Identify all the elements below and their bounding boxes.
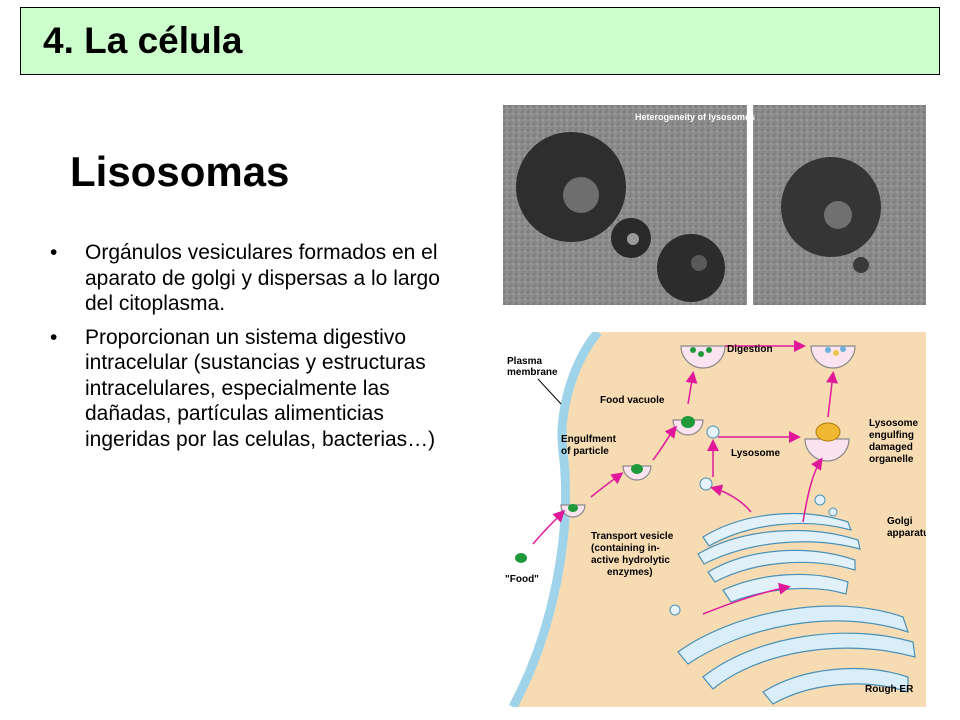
lysosome-diagram: Plasma membrane Digestion Food vacuole E… (505, 332, 926, 707)
label-lysosome-engulfing: damaged (869, 442, 913, 453)
bullet-item: • Orgánulos vesiculares formados en el a… (40, 240, 470, 317)
label-engulfment: Engulfment (561, 434, 617, 445)
label-golgi: apparatus (887, 528, 926, 539)
label-transport-vesicle: (containing in- (591, 543, 660, 554)
label-lysosome-engulfing: organelle (869, 454, 914, 465)
label-plasma-membrane: membrane (507, 367, 558, 378)
slide-subtitle: Lisosomas (70, 148, 290, 195)
bullet-symbol: • (50, 241, 58, 264)
micrograph-caption: Heterogeneity of lysosomes (635, 112, 755, 122)
label-transport-vesicle: enzymes) (607, 567, 653, 578)
slide-title: 4. La célula (43, 20, 243, 61)
label-plasma-membrane: Plasma (507, 356, 542, 367)
food-particle (515, 553, 527, 563)
lysosome-vesicle (706, 425, 720, 439)
lysosome-organelle-vesicle (804, 438, 850, 462)
membrane-pointer (537, 378, 562, 405)
lysosome-vesicle (699, 477, 713, 491)
rough-er (677, 605, 916, 705)
label-transport-vesicle: Transport vesicle (591, 531, 674, 542)
transport-vesicle (669, 604, 681, 616)
label-transport-vesicle: active hydrolytic (591, 555, 670, 566)
title-bar: 4. La célula (20, 7, 940, 75)
label-rough-er: Rough ER (865, 684, 914, 695)
bullet-text: Proporcionan un sistema digestivo intrac… (85, 325, 436, 451)
lysosome-micrograph: Heterogeneity of lysosomes (503, 105, 926, 305)
bullet-item: • Proporcionan un sistema digestivo intr… (40, 325, 470, 453)
bullet-symbol: • (50, 325, 58, 349)
bullet-text: Orgánulos vesiculares formados en el apa… (85, 241, 440, 315)
cytoplasm (513, 332, 926, 707)
lysosome-medium (657, 234, 725, 302)
label-engulfment: of particle (561, 446, 609, 457)
label-golgi: Golgi (887, 516, 913, 527)
pathway-arrows (532, 340, 838, 615)
label-food: "Food" (505, 574, 539, 585)
label-digestion: Digestion (727, 344, 773, 355)
label-lysosome-engulfing: engulfing (869, 430, 914, 441)
bullet-list: • Orgánulos vesiculares formados en el a… (40, 240, 470, 460)
plasma-membrane (509, 332, 602, 707)
label-food-vacuole: Food vacuole (600, 395, 665, 406)
label-lysosome: Lysosome (731, 448, 781, 459)
label-lysosome-engulfing: Lysosome (869, 418, 919, 429)
